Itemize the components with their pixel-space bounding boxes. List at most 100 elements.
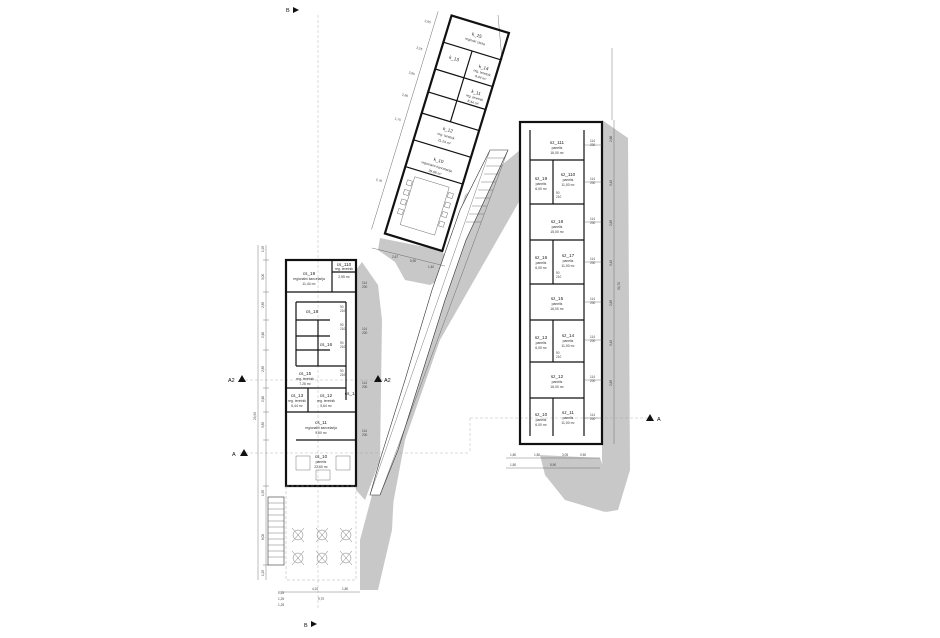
top-bottom-dim-2: 5,90 — [410, 259, 416, 263]
section-a2-left-label: A2 — [228, 378, 235, 384]
room-sz18-name: panelis — [552, 225, 563, 229]
outdoor-seating — [291, 527, 353, 566]
room-cs11-area: 9,60 m² — [315, 431, 327, 435]
right-bottom-dim-5: 1,80 — [510, 463, 516, 467]
room-k12-name: reg. teretnik — [437, 132, 456, 141]
room-sz10-code: sz_10 — [535, 412, 548, 417]
svg-text:210: 210 — [556, 275, 562, 279]
room-cs10-area: 22,60 m² — [314, 465, 328, 469]
svg-text:210: 210 — [556, 195, 562, 199]
room-cs15-area: 7,26 m² — [299, 382, 311, 386]
left-dim-10: 1,25 — [261, 570, 265, 576]
right-dim-total: 34,70 — [617, 282, 621, 290]
room-sz11-area: 11,00 m² — [561, 421, 575, 425]
svg-text:114: 114 — [590, 375, 595, 379]
svg-text:200: 200 — [590, 301, 596, 305]
svg-text:200: 200 — [362, 385, 368, 389]
left-bottom-dim-1: 4,10 — [312, 587, 318, 591]
left-bottom-dim-2: 1,80 — [342, 587, 348, 591]
room-cs10-code: cs_10 — [315, 454, 328, 459]
room-k10-code: k_10 — [433, 157, 444, 165]
svg-text:114: 114 — [590, 257, 595, 261]
room-sz19-area: 6,00 m² — [535, 187, 547, 191]
right-facade-fins — [584, 144, 602, 419]
meeting-chairs — [397, 179, 454, 228]
room-cs11-code: cs_11 — [315, 420, 327, 425]
svg-text:114: 114 — [362, 429, 367, 433]
room-cs15-code: cs_15 — [299, 371, 312, 376]
svg-text:200: 200 — [362, 433, 368, 437]
room-sz15-name: panelis — [552, 302, 563, 306]
svg-text:200: 200 — [590, 221, 596, 225]
top-bottom-dims: 2,67 5,90 1,40 — [371, 247, 446, 269]
room-sz17-name: panelis — [563, 259, 574, 263]
svg-text:90: 90 — [556, 351, 560, 355]
svg-text:90: 90 — [340, 369, 344, 373]
top-bottom-dim-1: 2,67 — [392, 255, 398, 259]
left-dim-5: 2,85 — [261, 366, 265, 372]
top-dim-4: 2,85 — [402, 93, 409, 99]
svg-text:200: 200 — [590, 379, 596, 383]
room-cs110-area: 2,55 m² — [338, 275, 350, 279]
svg-text:200: 200 — [590, 417, 596, 421]
svg-text:210: 210 — [556, 355, 562, 359]
room-sz17-area: 11,00 m² — [561, 264, 575, 268]
room-cs19-name: regionalni kancelarija — [293, 277, 325, 281]
room-sz16-code: sz_16 — [535, 255, 548, 260]
room-sz14-area: 11,00 m² — [561, 344, 575, 348]
building-top: k_15 reginski zbrka k_14 reg. teretnik 9… — [371, 11, 511, 253]
svg-text:210: 210 — [340, 373, 346, 377]
room-sz16-area: 6,00 m² — [535, 266, 547, 270]
room-cs12-area: 5,64 m² — [320, 404, 332, 408]
room-cs11-name: regionalni kancelarija — [305, 426, 337, 430]
top-bottom-dim-3: 1,40 — [428, 265, 434, 269]
right-bottom-dim-2: 1,80 — [534, 453, 540, 457]
left-dim-total: 29,90 — [253, 412, 257, 420]
shadow-right-bottom — [540, 455, 615, 512]
room-sz17-code: sz_17 — [562, 253, 575, 258]
room-cs19-code: cs_19 — [303, 271, 316, 276]
room-cs13-area: 6,44 m² — [291, 404, 303, 408]
terrace-outline — [285, 485, 357, 581]
room-k11-area: 8,44 m² — [467, 99, 480, 106]
svg-text:90: 90 — [556, 191, 560, 195]
svg-text:210: 210 — [340, 309, 346, 313]
left-dim-6: 2,60 — [261, 396, 265, 402]
right-dim-4: 3,40 — [609, 260, 613, 266]
room-k13-code: k_13 — [449, 55, 460, 63]
room-cs19-area: 11,44 m² — [302, 282, 316, 286]
room-sz15-code: sz_15 — [551, 296, 564, 301]
room-sz10-area: 6,00 m² — [535, 423, 547, 427]
room-cs110-code: cs_110 — [337, 262, 352, 267]
svg-text:90: 90 — [556, 271, 560, 275]
top-dim-3: 2,85 — [408, 71, 415, 77]
room-cs10-name: panelis — [316, 460, 327, 464]
room-sz13-code: sz_13 — [535, 335, 548, 340]
top-dim-1: 2,90 — [424, 19, 431, 25]
svg-text:200: 200 — [590, 143, 596, 147]
right-dim-3: 2,85 — [609, 220, 613, 226]
room-sz13-area: 6,00 m² — [535, 346, 547, 350]
room-sz19-name: panelis — [536, 182, 547, 186]
svg-text:114: 114 — [362, 281, 367, 285]
room-sz14-name: panelis — [563, 339, 574, 343]
building-right-outline — [518, 120, 604, 446]
section-b-bottom-label: B — [304, 623, 308, 629]
room-cs14-code: cs_14 — [345, 391, 358, 396]
terrace-tables — [295, 455, 351, 481]
room-sz11-code: sz_11 — [562, 410, 574, 415]
section-a2-right-arrow — [374, 375, 382, 382]
top-dim-6: 5,70 — [375, 178, 382, 184]
meeting-table — [399, 176, 450, 236]
room-cs18-code: cs_18 — [306, 309, 319, 314]
right-dim-5: 2,85 — [609, 300, 613, 306]
room-cs13-code: cs_13 — [291, 393, 304, 398]
left-bottom-dim-3: 9,70 — [318, 597, 324, 601]
right-dim-7: 2,85 — [609, 380, 613, 386]
ramp-structure — [267, 149, 509, 566]
room-k14-area: 9,44 m² — [475, 74, 488, 81]
room-cs16-code: cs_16 — [320, 342, 333, 347]
room-sz110-name: panelis — [563, 178, 574, 182]
